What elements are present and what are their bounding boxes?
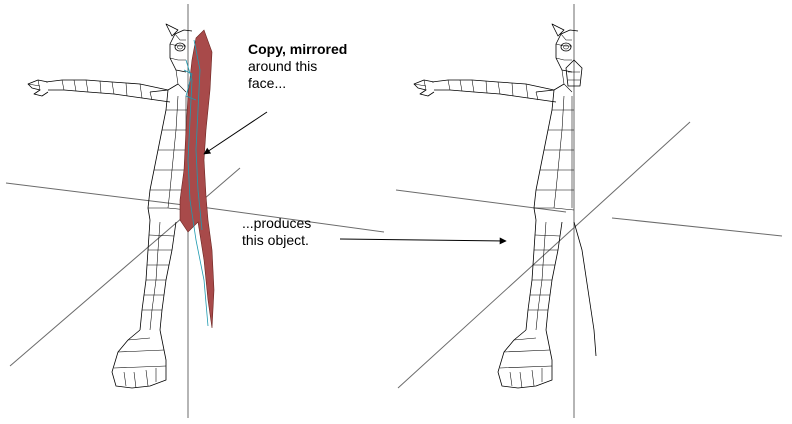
annotation-copy-line-1: around this xyxy=(248,58,318,74)
arrow-to-object xyxy=(339,237,507,245)
annotation-copy-line-2: face... xyxy=(248,75,287,91)
annotation-produces-line-1: ...produces xyxy=(242,215,312,231)
left-figure xyxy=(5,4,385,418)
mirror-face xyxy=(179,29,215,329)
arrow-to-face xyxy=(203,111,268,155)
annotation-copy-bold: Copy, mirrored xyxy=(248,41,348,57)
annotation-produces: ...produces this object. xyxy=(242,215,311,249)
annotation-produces-line-2: this object. xyxy=(242,232,309,248)
annotation-copy-mirrored: Copy, mirrored around this face... xyxy=(248,41,347,92)
right-figure xyxy=(339,4,783,418)
